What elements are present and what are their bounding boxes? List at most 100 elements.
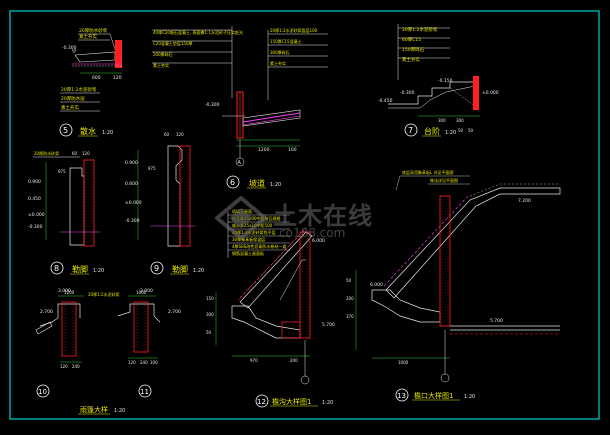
d7-elev-2: -0.300 bbox=[400, 90, 415, 96]
sheet-frame bbox=[9, 10, 600, 420]
d13-note: 底层采用聚苯板L 详见平面图 bbox=[402, 169, 454, 175]
d5-note-a2: 素土夯实 bbox=[79, 33, 97, 40]
d12-dim-4: 970 bbox=[250, 358, 258, 363]
d9-wall bbox=[179, 145, 191, 247]
d8-dim-3: 120 bbox=[82, 151, 90, 156]
d13-dim-1: 50 bbox=[346, 278, 352, 283]
d10-number: 10 bbox=[38, 388, 47, 396]
d12-note-2: 挂瓦条25x30中距按瓦规格 bbox=[232, 215, 281, 221]
detail-10-11-group: 3.000 2.700 1200 120 240 20厚1:2水泥砂浆 3.00… bbox=[35, 288, 181, 415]
d12-note-7: 钢筋混凝土屋面板 bbox=[232, 250, 264, 256]
d9-scale: 1:20 bbox=[193, 268, 204, 274]
d6-note-4: 素土夯实 bbox=[153, 62, 169, 68]
watermark: 土木在线 co188.com bbox=[215, 196, 415, 240]
d6b-note-2: 150厚C15混凝土 bbox=[270, 38, 302, 44]
d9-dim-2: 60 bbox=[164, 132, 170, 137]
d7-elev-4: ±0.000 bbox=[482, 90, 499, 96]
d7-note-1: 20厚1:2水泥砂浆 bbox=[402, 26, 438, 33]
d11-elev-2: 2.700 bbox=[168, 309, 181, 315]
d12-dim-1: 150 bbox=[206, 296, 214, 301]
d7-title: 台阶 bbox=[424, 126, 440, 136]
d7-dim-3: 50 bbox=[458, 128, 464, 133]
d5-title: 散水 bbox=[80, 126, 96, 136]
d11-dim-3: 240 bbox=[140, 360, 148, 365]
d7-note-4: 素土夯实 bbox=[402, 56, 420, 63]
detail-8-group: 20厚防水砂浆 0.900 0.450 ±0.000 -0.300 975 60… bbox=[28, 150, 104, 275]
d5-elev-1: -0.300 bbox=[62, 45, 77, 51]
d7-elev-3: -0.150 bbox=[438, 78, 453, 84]
detail-7-group: 20厚1:2水泥砂浆 60厚C15 150厚碎石 素土夯实 -0.450 -0.… bbox=[378, 24, 499, 137]
d13-number: 13 bbox=[397, 392, 406, 400]
d11-dim-1: 1060 bbox=[136, 290, 147, 295]
d6b-note-4: 素土夯实 bbox=[270, 60, 286, 66]
d13-number-circle bbox=[395, 388, 409, 402]
d13-scale: 1:20 bbox=[464, 394, 475, 400]
d10-dim-2: 120 bbox=[60, 364, 68, 369]
d9-number: 9 bbox=[154, 264, 159, 273]
d8-wall bbox=[83, 159, 95, 247]
d9-elev-2: 0.600 bbox=[125, 181, 138, 187]
d8-dim-1: 975 bbox=[58, 169, 66, 174]
d7-scale: 1:20 bbox=[445, 130, 456, 136]
watermark-text: 土木在线 bbox=[273, 202, 373, 230]
d13-dim-4: 1000 bbox=[398, 360, 409, 365]
d7-wall bbox=[473, 76, 479, 110]
d12-title: 檐沟大样图1 bbox=[272, 397, 311, 406]
detail-5-group: 20厚防水砂浆 素土夯实 -0.300 600 120 20厚1:2水泥砂浆 2… bbox=[59, 27, 122, 137]
d5-note-b3: 素土夯实 bbox=[61, 104, 79, 111]
detail-9-group: 0.900 0.600 ±0.000 -0.300 975 60 120 9 勒… bbox=[125, 132, 204, 275]
d9-elev-3: ±0.000 bbox=[125, 200, 142, 206]
d5-scale: 1:20 bbox=[102, 130, 113, 136]
d8-dim-2: 60 bbox=[72, 151, 78, 156]
d5-dim-120: 120 bbox=[113, 75, 122, 81]
d6b-note-1: 20厚1:2水泥砂浆面层100 bbox=[270, 27, 318, 33]
d12-note-4: 20厚1:3水泥砂浆找平层 bbox=[232, 229, 276, 235]
d12-dim-2: 300 bbox=[206, 312, 214, 317]
d13-title: 檐口大样图1 bbox=[414, 391, 453, 400]
d5-number-circle bbox=[59, 123, 73, 137]
d10-dim-3: 240 bbox=[72, 364, 80, 369]
d8-number: 8 bbox=[54, 264, 59, 273]
d13-wall bbox=[439, 195, 451, 327]
d11-elev-1: 3.000 bbox=[140, 288, 153, 294]
d8-elev-4: -0.300 bbox=[28, 224, 43, 230]
d8-elev-1: 0.900 bbox=[28, 179, 41, 185]
d13-dim-2: 200 bbox=[346, 296, 354, 301]
d12-note-3: 顺水条25x10中距500 bbox=[232, 222, 273, 228]
d7-dim-2: 300 bbox=[456, 118, 464, 123]
d9-dim-3: 120 bbox=[176, 132, 184, 137]
d10-elev-2: 2.700 bbox=[40, 309, 53, 315]
d11-wall bbox=[133, 301, 149, 353]
d11-dim-2: 120 bbox=[128, 360, 136, 365]
d9-dim-1: 975 bbox=[148, 166, 156, 171]
detail-12-group: 琉璃瓦屋面 挂瓦条25x30中距按瓦规格 顺水条25x10中距500 20厚1:… bbox=[206, 208, 335, 408]
d12-note-5: 30厚聚苯板保温层 bbox=[232, 236, 265, 242]
d6-scale: 1:20 bbox=[270, 182, 281, 188]
d6-note-3: 200厚碎石 bbox=[153, 51, 173, 57]
d8-note: 20厚防水砂浆 bbox=[34, 150, 59, 156]
d6-title: 坡道 bbox=[249, 178, 265, 188]
d5-wall bbox=[115, 40, 122, 68]
watermark-logo-icon bbox=[215, 196, 267, 240]
d12-number-circle bbox=[255, 394, 269, 408]
d10-elev-1: 3.000 bbox=[58, 288, 71, 294]
detail-6-group: 40厚C20细石混凝土, 表面撒1:1水泥砂子压实赶光 C20混凝土垫层150厚… bbox=[152, 26, 328, 189]
d8-scale: 1:20 bbox=[93, 268, 104, 274]
d12-elev-1: 6.000 bbox=[312, 238, 325, 244]
d13-note-b: 做法详见平面图 bbox=[430, 177, 458, 183]
d5-note-b1: 20厚1:2水泥砂浆 bbox=[61, 86, 97, 93]
d6-elev: -0.300 bbox=[205, 102, 220, 108]
d7-number: 7 bbox=[408, 126, 413, 135]
d9-number-circle bbox=[150, 261, 164, 275]
d6-axis-a: A bbox=[238, 160, 242, 166]
d11-dim-4: 100 bbox=[150, 360, 158, 365]
d5-note-a1: 20厚防水砂浆 bbox=[79, 27, 108, 34]
d12-note-6: 4厚SBS改性沥青防水卷材一道 bbox=[232, 243, 286, 249]
d10-note: 20厚1:2水泥砂浆 bbox=[88, 291, 120, 297]
d8-title: 勒脚 bbox=[72, 264, 88, 274]
d6-number-circle bbox=[226, 175, 240, 189]
d1011-title: 雨篷大样 bbox=[80, 405, 108, 414]
d10-dim-1: 1200 bbox=[64, 290, 75, 295]
